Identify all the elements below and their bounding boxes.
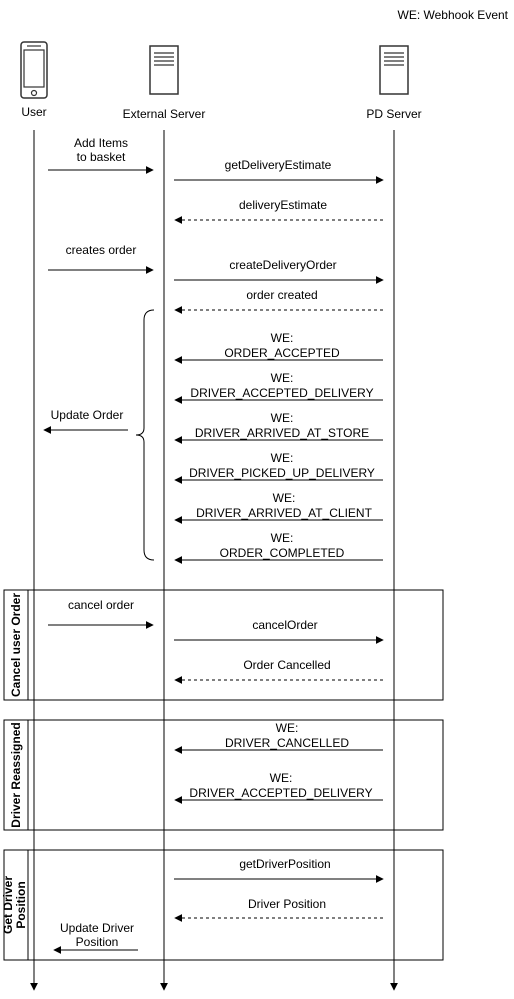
event-group-brace xyxy=(135,309,155,561)
webhook-prefix: WE: xyxy=(276,721,299,735)
message-label: Order Cancelled xyxy=(243,658,330,672)
webhook-prefix: WE: xyxy=(271,371,294,385)
message-label: Driver Position xyxy=(248,897,326,911)
webhook-prefix: WE: xyxy=(271,331,294,345)
webhook-event-label: DRIVER_ARRIVED_AT_CLIENT xyxy=(196,506,372,520)
frame-title: Cancel user Order xyxy=(9,593,23,697)
frame-cancel-user-order: Cancel user Order xyxy=(3,589,444,701)
frame-get-driver-position: Get Driver Position xyxy=(1,849,444,961)
webhook-event-label: DRIVER_ARRIVED_AT_STORE xyxy=(195,426,369,440)
actor-label-pd-server: PD Server xyxy=(366,107,421,121)
frame-driver-reassigned: Driver Reassigned xyxy=(3,719,444,831)
webhook-event-label: DRIVER_CANCELLED xyxy=(225,736,349,750)
message-label: creates order xyxy=(66,243,137,257)
webhook-prefix: WE: xyxy=(271,411,294,425)
message-label: deliveryEstimate xyxy=(239,198,327,212)
message-label: Update Driver xyxy=(60,921,134,935)
webhook-prefix: WE: xyxy=(273,491,296,505)
webhook-event-label: ORDER_COMPLETED xyxy=(220,546,345,560)
webhook-prefix: WE: xyxy=(271,451,294,465)
webhook-event-label: DRIVER_PICKED_UP_DELIVERY xyxy=(189,466,375,480)
legend-text: WE: Webhook Event xyxy=(398,8,509,22)
actor-label-external-server: External Server xyxy=(123,107,206,121)
message-label: getDriverPosition xyxy=(239,857,330,871)
message-label: to basket xyxy=(77,150,126,164)
message-label: Update Order xyxy=(51,408,124,422)
server-icon xyxy=(379,45,409,95)
message-label: cancelOrder xyxy=(252,618,317,632)
message-label: cancel order xyxy=(68,598,134,612)
frame-title: Driver Reassigned xyxy=(9,722,23,827)
webhook-prefix: WE: xyxy=(270,771,293,785)
message-label: order created xyxy=(246,288,317,302)
frame-title: Position xyxy=(14,881,28,928)
webhook-event-label: ORDER_ACCEPTED xyxy=(224,346,340,360)
server-icon xyxy=(149,45,179,95)
message-label: createDeliveryOrder xyxy=(229,258,336,272)
webhook-event-label: DRIVER_ACCEPTED_DELIVERY xyxy=(190,386,373,400)
frame-title: Get Driver xyxy=(1,876,15,934)
webhook-prefix: WE: xyxy=(271,531,294,545)
webhook-event-label: DRIVER_ACCEPTED_DELIVERY xyxy=(189,786,372,800)
message-label: getDeliveryEstimate xyxy=(225,158,332,172)
message-label: Position xyxy=(76,935,119,949)
actor-label-user: User xyxy=(21,105,46,119)
phone-icon xyxy=(20,41,48,99)
message-label: Add Items xyxy=(74,136,128,150)
